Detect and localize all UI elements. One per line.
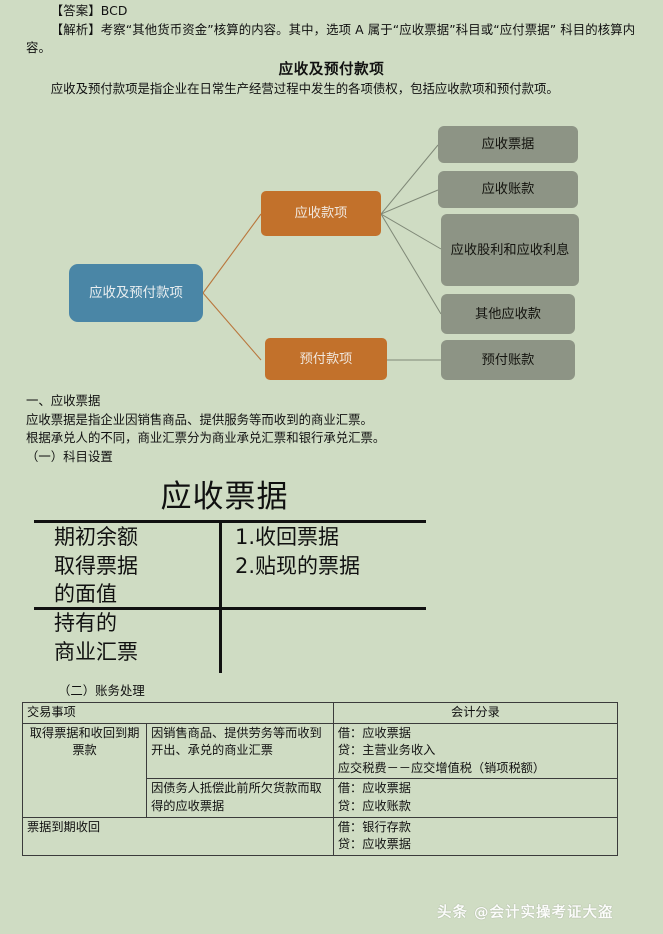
table-row: 取得票据和收回到期票款 因销售商品、提供劳务等而收到开出、承兑的商业汇票 借：应… [21, 722, 619, 818]
section-paragraph: 应收及预付款项是指企业在日常生产经营过程中发生的各项债权，包括应收款项和预付款项… [50, 81, 559, 96]
diagram-node-root-label: 应收及预付款项 [89, 285, 183, 301]
accounting-treatment-label: （二）账务处理 [58, 683, 145, 698]
t-account-credit-upper: 1.收回票据 2.贴现的票据 [235, 525, 361, 578]
table-row: 票据到期收回 借：银行存款 贷：应收票据 [22, 816, 619, 856]
diagram-leaf-other-receivables[interactable]: 其他应收款 [441, 294, 575, 334]
t-account-notes-receivable: 应收票据 期初余额 取得票据 的面值 持有的 商业汇票 1.收回票据 2.贴现的… [22, 478, 442, 683]
notes-receivable-prose: 一、应收票据 应收票据是指企业因销售商品、提供服务等而收到的商业汇票。 根据承兑… [26, 392, 640, 466]
diagram-leaf-prepaid-accounts-label: 预付账款 [481, 352, 535, 368]
diagram-connectors [202, 144, 442, 361]
t-account-title: 应收票据 [160, 479, 289, 515]
table-cell-entry-3: 借：银行存款 贷：应收票据 [332, 816, 619, 856]
diagram-node-receivables-label: 应收款项 [294, 206, 348, 221]
watermark: 头条 @会计实操考证大盗 [437, 905, 614, 921]
diagram-node-prepayments-label: 预付款项 [299, 351, 353, 367]
table-cell-event-3: 票据到期收回 [22, 816, 334, 856]
diagram-node-prepayments[interactable]: 预付款项 [265, 338, 387, 380]
diagram-node-root[interactable]: 应收及预付款项 [69, 264, 203, 322]
table-cell-detail-2: 因债务人抵偿此前所欠货款而取得的应收票据 [146, 778, 334, 818]
t-account-top-rule [34, 520, 426, 523]
section-title: 应收及预付款项 [278, 62, 385, 78]
diagram-leaf-dividends-interest-receivable-label: 应收股利和应收利息 [450, 242, 570, 258]
table-row: 因债务人抵偿此前所欠货款而取得的应收票据 借：应收票据 贷：应收账款 [23, 778, 619, 818]
notes-receivable-line1: 应收票据是指企业因销售商品、提供服务等而收到的商业汇票。 [26, 411, 373, 427]
t-account-mid-rule [34, 607, 426, 610]
notes-receivable-heading: 一、应收票据 [26, 393, 101, 408]
t-account-debit-lower: 持有的 商业汇票 [54, 611, 138, 664]
table-header-entry: 会计分录 [332, 702, 619, 724]
table-header-event: 交易事项 [22, 702, 334, 724]
t-account-vertical-rule [219, 520, 222, 673]
diagram-leaf-accounts-receivable-label: 应收账款 [481, 182, 535, 197]
diagram-leaf-accounts-receivable[interactable]: 应收账款 [438, 171, 578, 208]
table-cell-event-1: 取得票据和收回到期票款 [21, 722, 148, 818]
table-cell-entry-1: 借：应收票据 贷：主营业务收入 应交税费－－应交增值税（销项税额） [332, 722, 619, 780]
notes-receivable-line3: （一）科目设置 [26, 448, 113, 464]
diagram-leaf-other-receivables-label: 其他应收款 [475, 306, 541, 322]
table-header-row: 交易事项 会计分录 [22, 702, 619, 724]
top-prose-block: 【答案】BCD 【解析】考察“其他货币资金”核算的内容。其中，选项 A 属于“应… [26, 2, 640, 58]
diagram-node-receivables[interactable]: 应收款项 [261, 191, 381, 236]
diagram-leaf-prepaid-accounts[interactable]: 预付账款 [441, 340, 575, 380]
table-cell-entry-2: 借：应收票据 贷：应收账款 [332, 778, 619, 818]
table-cell-detail-1: 因销售商品、提供劳务等而收到开出、承兑的商业汇票 [146, 722, 334, 780]
diagram-leaf-notes-receivable-label: 应收票据 [481, 137, 535, 152]
notes-receivable-line2: 根据承兑人的不同，商业汇票分为商业承兑汇票和银行承兑汇票。 [26, 430, 386, 446]
accounting-entries-table: 交易事项 会计分录 取得票据和收回到期票款 因销售商品、提供劳务等而收到开出、承… [21, 702, 619, 856]
diagram-leaf-dividends-interest-receivable[interactable]: 应收股利和应收利息 [441, 214, 579, 286]
receivables-mindmap: 应收及预付款项 应收款项 预付款项 应收票据 应收账款 应收股利和应收利息 其他… [0, 118, 663, 390]
analysis-line: 【解析】考察“其他货币资金”核算的内容。其中，选项 A 属于“应收票据”科目或“… [26, 21, 636, 56]
diagram-leaf-notes-receivable[interactable]: 应收票据 [438, 126, 578, 163]
t-account-debit-upper: 期初余额 取得票据 的面值 [54, 525, 138, 606]
answer-line: 【答案】BCD [50, 3, 128, 18]
